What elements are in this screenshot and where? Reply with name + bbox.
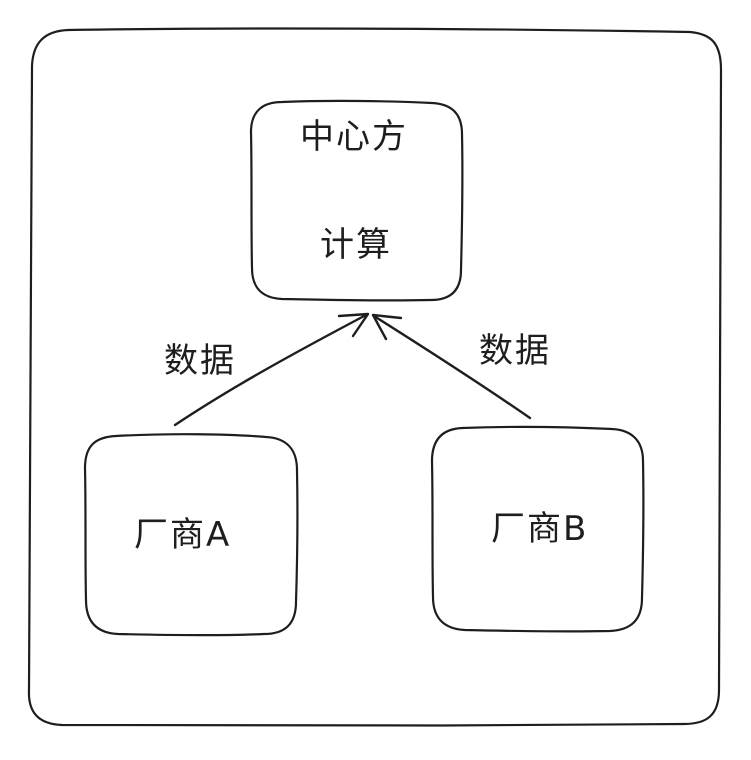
center-node-box[interactable] [249,99,464,302]
outer-frame [27,27,723,727]
vendor-b-box[interactable] [430,425,645,633]
edge-vendor-b-arrow [372,314,532,420]
vendor-b-label: 厂商B [491,509,589,549]
edge-vendor-b-label: 数据 [479,331,551,371]
center-node-title: 中心方 [300,117,408,157]
edge-vendor-a-label: 数据 [164,341,236,381]
edge-vendor-a-arrow [173,313,368,427]
edge-vendor-b-arrowhead [371,313,403,341]
vendor-a-box[interactable] [83,433,299,637]
edge-vendor-a-arrowhead [337,312,370,338]
center-node-subtitle: 计算 [320,225,392,265]
vendor-a-label: 厂商A [134,515,232,555]
